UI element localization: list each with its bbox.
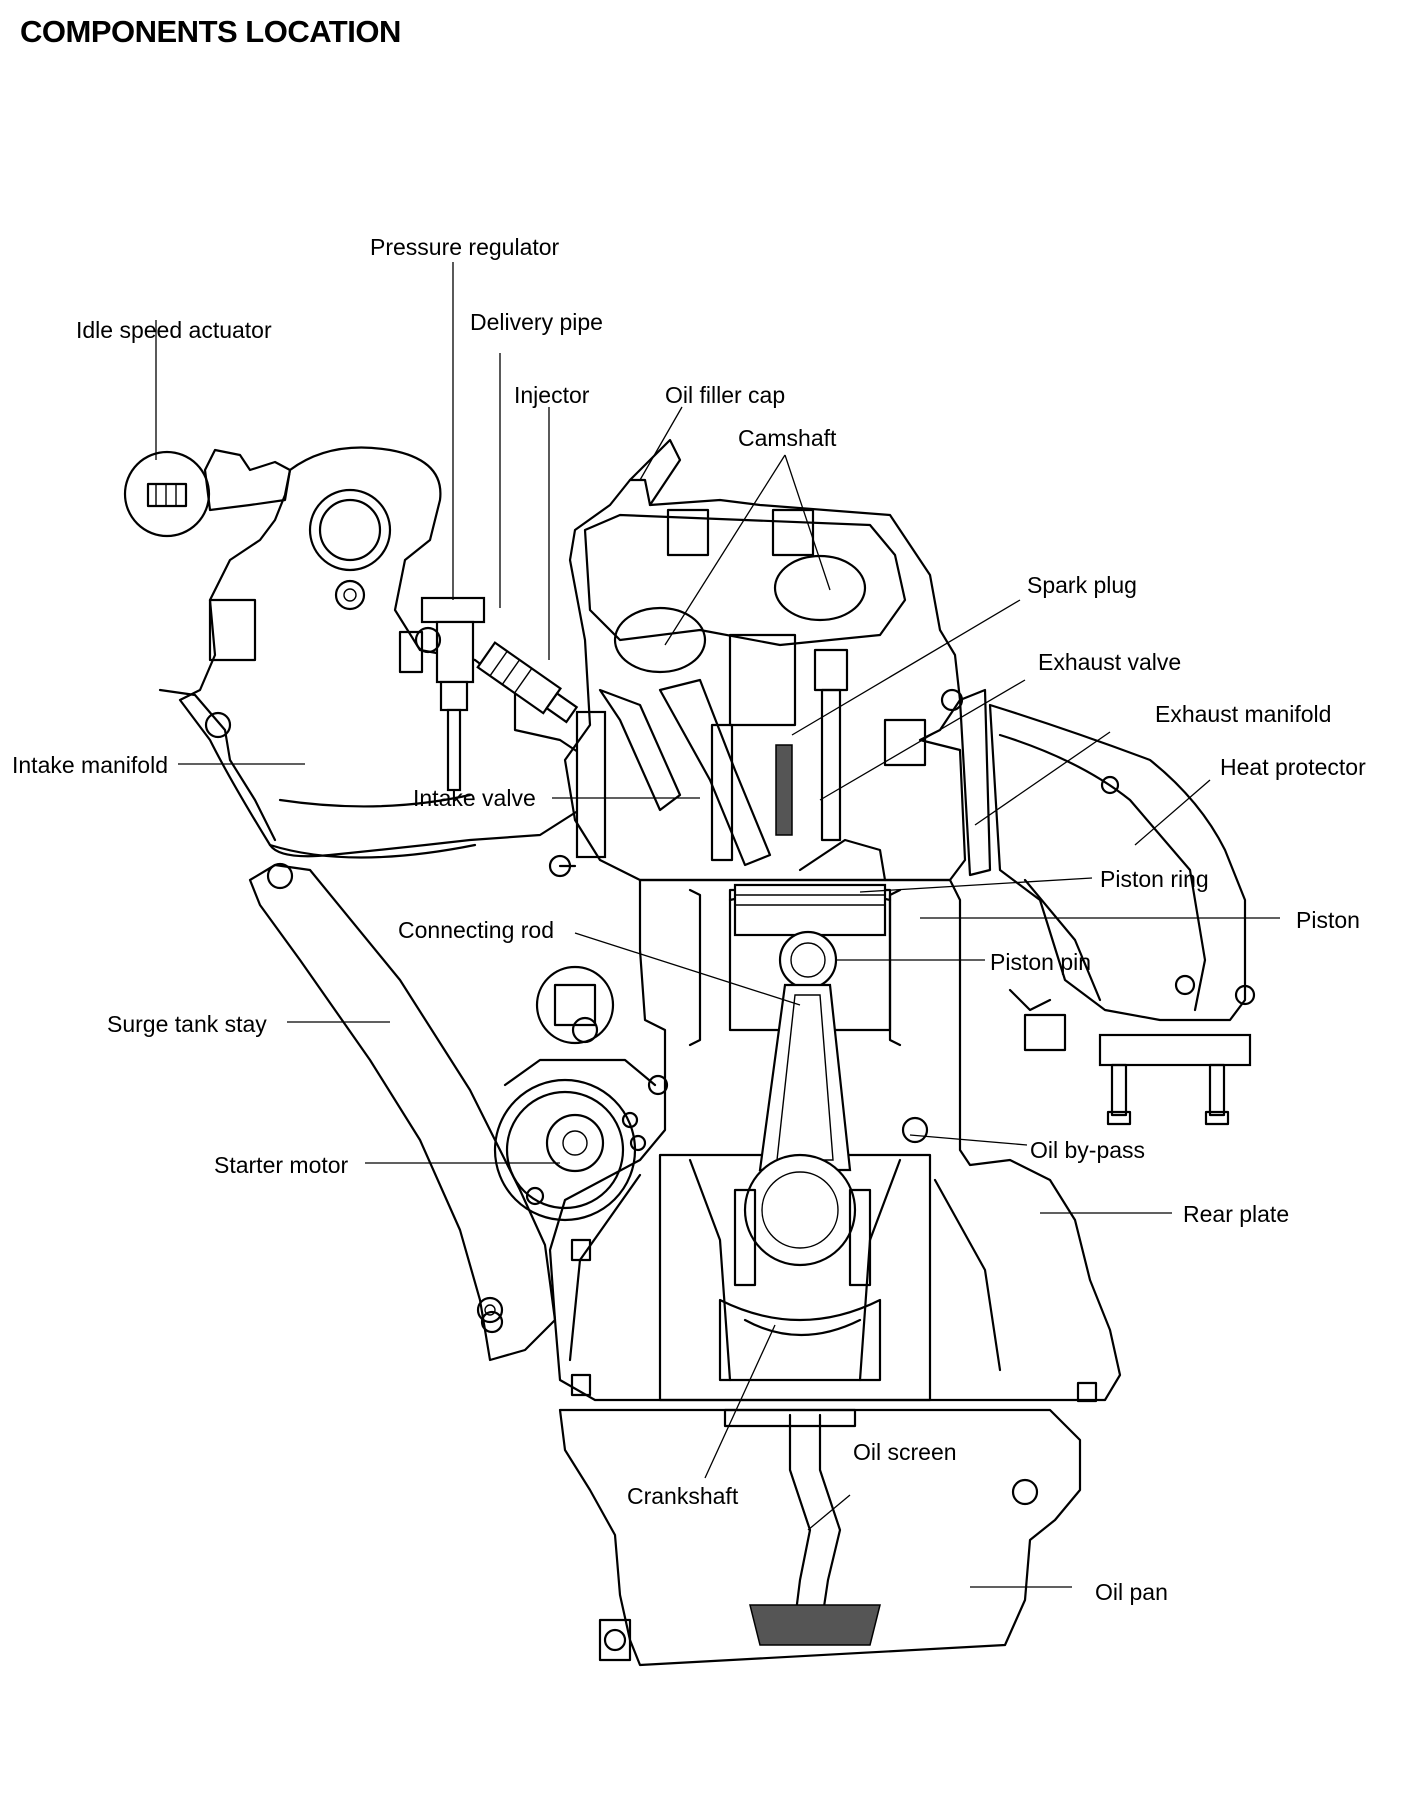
label-oil-by-pass: Oil by-pass bbox=[1030, 1137, 1145, 1163]
label-crankshaft: Crankshaft bbox=[627, 1483, 739, 1509]
engine-drawing bbox=[123, 438, 1256, 1667]
fuel-rail-part bbox=[398, 596, 579, 792]
label-oil-screen: Oil screen bbox=[853, 1439, 957, 1465]
label-camshaft: Camshaft bbox=[738, 425, 837, 451]
label-pressure-regulator: Pressure regulator bbox=[370, 234, 560, 260]
label-surge-tank-stay: Surge tank stay bbox=[107, 1011, 267, 1037]
label-oil-filler-cap: Oil filler cap bbox=[665, 382, 785, 408]
label-piston-ring: Piston ring bbox=[1100, 866, 1209, 892]
label-piston-pin: Piston pin bbox=[990, 949, 1091, 975]
intake-flange-part bbox=[548, 710, 607, 878]
label-intake-valve: Intake valve bbox=[413, 785, 536, 811]
surge-tank-stay-part bbox=[248, 862, 557, 1362]
leader-lines bbox=[155, 262, 1280, 1588]
label-delivery-pipe: Delivery pipe bbox=[470, 309, 603, 335]
label-exhaust-valve: Exhaust valve bbox=[1038, 649, 1181, 675]
label-oil-pan: Oil pan bbox=[1095, 1579, 1168, 1605]
intake-manifold-part bbox=[158, 446, 597, 859]
label-connecting-rod: Connecting rod bbox=[398, 917, 554, 943]
label-intake-manifold: Intake manifold bbox=[12, 752, 168, 778]
label-exhaust-manifold: Exhaust manifold bbox=[1155, 701, 1331, 727]
page-title: COMPONENTS LOCATION bbox=[20, 14, 401, 49]
starter-motor-part bbox=[493, 965, 669, 1222]
label-heat-protector: Heat protector bbox=[1220, 754, 1366, 780]
label-rear-plate: Rear plate bbox=[1183, 1201, 1289, 1227]
label-spark-plug: Spark plug bbox=[1027, 572, 1137, 598]
label-idle-speed-actuator: Idle speed actuator bbox=[76, 317, 272, 343]
exhaust-manifold-part bbox=[958, 688, 1256, 1126]
labels: Pressure regulator Idle speed actuator D… bbox=[12, 234, 1366, 1605]
oil-pan-part bbox=[558, 1408, 1082, 1667]
idle-speed-actuator-part bbox=[123, 448, 292, 538]
cylinder-head-part bbox=[563, 438, 967, 882]
piston-crank-part bbox=[718, 883, 887, 1382]
label-starter-motor: Starter motor bbox=[214, 1152, 349, 1178]
label-injector: Injector bbox=[514, 382, 590, 408]
label-piston: Piston bbox=[1296, 907, 1360, 933]
